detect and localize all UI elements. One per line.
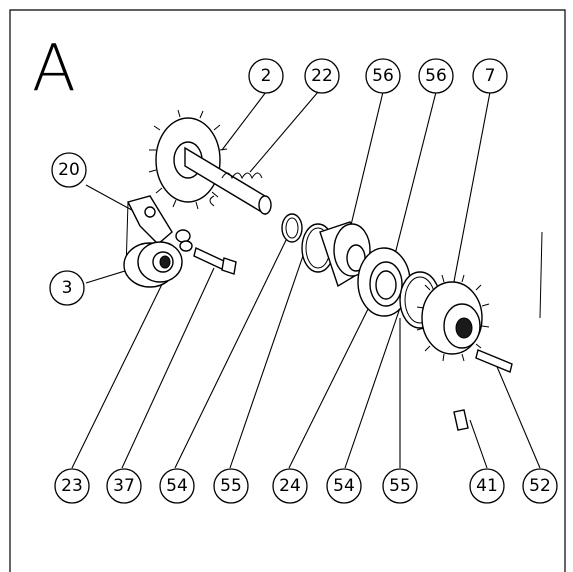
spring-part	[209, 172, 263, 207]
leader-lines	[71, 91, 541, 469]
tensioner-arm	[125, 195, 173, 271]
drive-sprocket-shaft	[148, 109, 272, 216]
washers	[175, 229, 193, 252]
callout-55b: 55	[382, 468, 418, 504]
svg-text:20: 20	[58, 160, 80, 180]
svg-text:2: 2	[261, 66, 272, 86]
svg-text:54: 54	[333, 476, 355, 496]
callout-22: 22	[304, 58, 340, 94]
callout-37: 37	[106, 468, 142, 504]
ball-bearing	[357, 247, 411, 317]
bolt	[193, 247, 237, 275]
callout-52: 52	[522, 468, 558, 504]
callout-56b: 56	[418, 58, 454, 94]
callout-20: 20	[51, 152, 87, 188]
callout-54b: 54	[326, 468, 362, 504]
svg-text:22: 22	[311, 66, 333, 86]
svg-text:7: 7	[485, 66, 496, 86]
svg-text:23: 23	[61, 476, 83, 496]
svg-text:52: 52	[529, 476, 551, 496]
svg-text:55: 55	[389, 476, 411, 496]
callout-3: 3	[49, 270, 85, 306]
svg-text:37: 37	[113, 476, 135, 496]
svg-text:3: 3	[62, 278, 73, 298]
reference-line	[539, 231, 543, 319]
callout-7: 7	[472, 58, 508, 94]
shaft-key	[475, 349, 513, 373]
svg-text:56: 56	[372, 66, 394, 86]
view-label: A	[32, 32, 76, 106]
callout-2: 2	[248, 58, 284, 94]
svg-text:55: 55	[220, 476, 242, 496]
callout-23: 23	[54, 468, 90, 504]
callout-54a: 54	[159, 468, 195, 504]
callout-24: 24	[272, 468, 308, 504]
drawing-frame	[9, 9, 566, 572]
svg-text:56: 56	[425, 66, 447, 86]
set-screw	[453, 409, 469, 431]
callout-56a: 56	[365, 58, 401, 94]
svg-text:54: 54	[166, 476, 188, 496]
idler-wheel	[123, 241, 183, 288]
svg-text:41: 41	[476, 476, 498, 496]
output-sprocket	[416, 274, 490, 362]
callout-41: 41	[469, 468, 505, 504]
svg-text:24: 24	[279, 476, 301, 496]
callout-55a: 55	[213, 468, 249, 504]
circlip	[281, 213, 303, 243]
